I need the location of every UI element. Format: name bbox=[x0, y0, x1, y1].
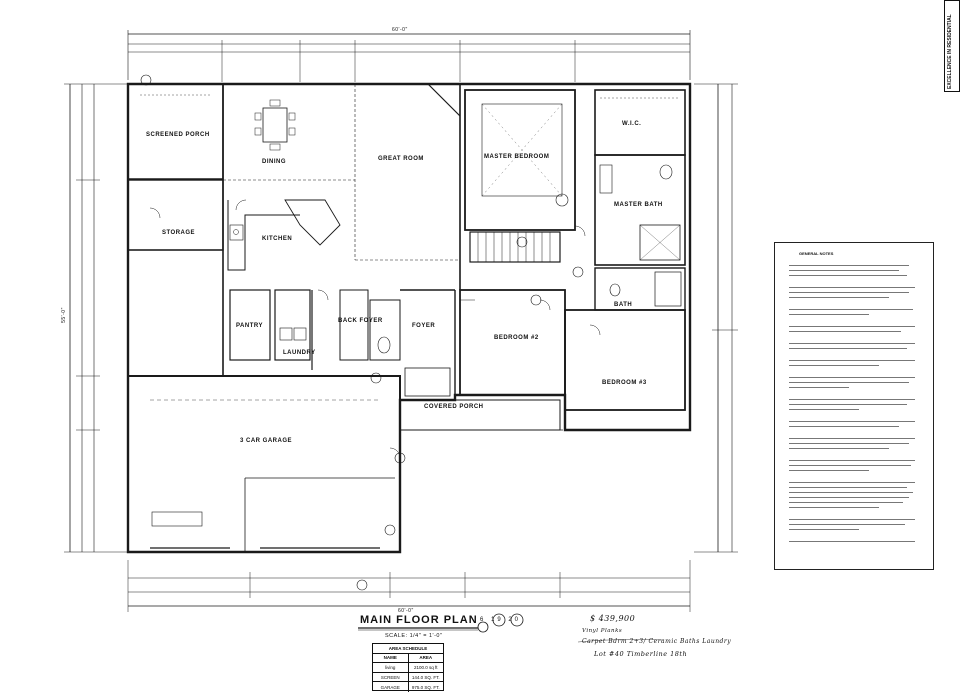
plan-date-stamp: 6 19 20 bbox=[480, 617, 522, 623]
title-block-stamp: EXCELLENCE IN RESIDENTIAL bbox=[944, 0, 960, 92]
handwritten-note-1: Vinyl Planks bbox=[582, 628, 623, 634]
room-label-pantry: PANTRY bbox=[236, 323, 263, 329]
room-label-back-foyer: BACK FOYER bbox=[338, 318, 383, 324]
room-label-screened-porch: SCREENED PORCH bbox=[146, 132, 210, 138]
area-schedule-header-area: AREA bbox=[407, 653, 444, 663]
room-label-dining: DINING bbox=[262, 159, 286, 165]
overall-width-dimension-bottom: 60'-0" bbox=[398, 608, 414, 614]
room-label-bath: BATH bbox=[614, 302, 633, 308]
room-label-garage: 3 CAR GARAGE bbox=[240, 438, 293, 444]
room-label-covered-porch: COVERED PORCH bbox=[424, 404, 484, 410]
handwritten-price: $ 439,900 bbox=[590, 614, 636, 623]
room-label-bedroom-3: BEDROOM #3 bbox=[602, 380, 647, 386]
room-label-bedroom-2: BEDROOM #2 bbox=[494, 335, 539, 341]
general-notes-title: GENERAL NOTES bbox=[799, 251, 834, 256]
room-label-storage: STORAGE bbox=[162, 230, 196, 236]
room-label-foyer: FOYER bbox=[412, 323, 436, 329]
general-notes-box: GENERAL NOTES bbox=[774, 242, 934, 570]
room-label-wic: W.I.C. bbox=[622, 121, 642, 127]
room-label-great-room: GREAT ROOM bbox=[378, 156, 424, 162]
table-row: GARAGE 975.0 SQ. FT. bbox=[373, 682, 443, 692]
area-schedule-table: AREA SCHEDULE NAME AREA living 2100.0 sq… bbox=[372, 643, 444, 692]
table-row: living 2100.0 sq ft bbox=[373, 663, 443, 673]
plan-title: MAIN FLOOR PLAN bbox=[360, 614, 478, 626]
handwritten-note-3: Lot #40 Timberline 18th bbox=[594, 650, 688, 658]
area-schedule-header-name: NAME bbox=[383, 655, 397, 661]
room-label-laundry: LAUNDRY bbox=[283, 350, 316, 356]
room-label-master-bath: MASTER BATH bbox=[614, 202, 663, 208]
overall-depth-dimension: 55'-0" bbox=[60, 307, 67, 323]
room-label-kitchen: KITCHEN bbox=[262, 236, 293, 242]
overall-width-dimension: 60'-0" bbox=[392, 27, 408, 33]
plan-scale: SCALE: 1/4" = 1'-0" bbox=[385, 633, 443, 639]
table-row: SCREEN 144.0 SQ. FT. bbox=[373, 672, 443, 683]
area-schedule-title: AREA SCHEDULE bbox=[373, 644, 443, 654]
handwritten-note-2: Carpet Bdrm 2+3/ Ceramic Baths Laundry bbox=[582, 638, 732, 645]
area-schedule-header: NAME AREA bbox=[373, 653, 444, 664]
room-label-master-bedroom: MASTER BEDROOM bbox=[484, 154, 550, 160]
title-block-text: EXCELLENCE IN RESIDENTIAL bbox=[947, 14, 953, 89]
